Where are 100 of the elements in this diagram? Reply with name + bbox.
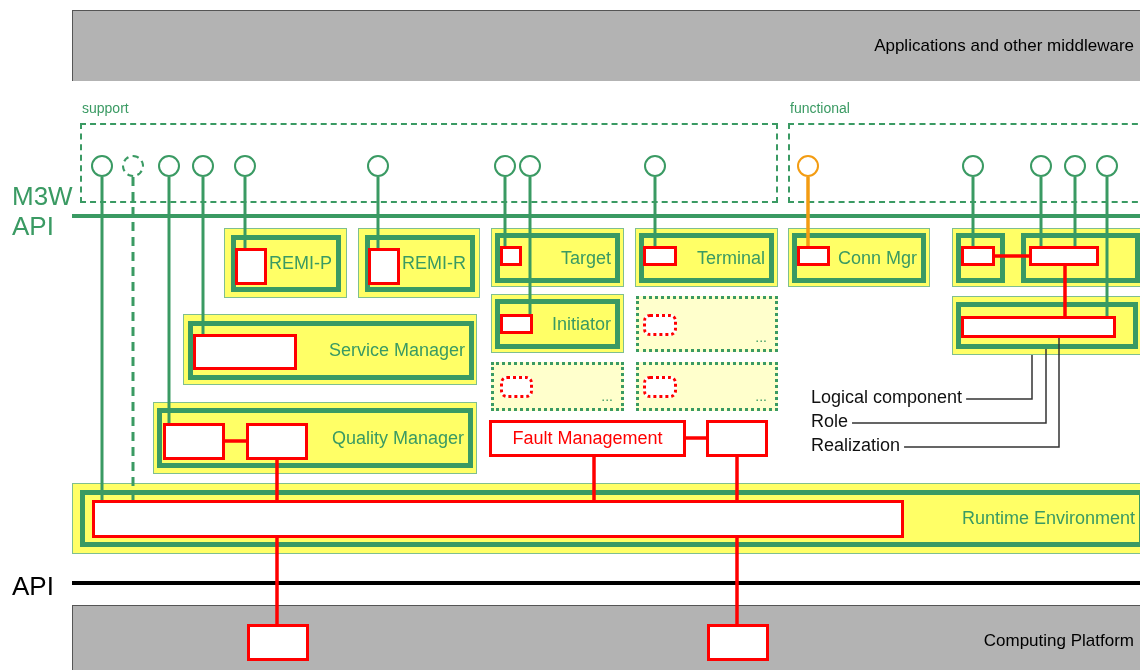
interface-circle [962, 155, 984, 177]
interface-circle [1030, 155, 1052, 177]
realization-box [706, 420, 768, 457]
component-name: Quality Manager [331, 427, 464, 449]
interface-circle [644, 155, 666, 177]
interface-circle [91, 155, 113, 177]
component-name: Target [560, 247, 611, 269]
connector-line [131, 177, 135, 500]
realization-box [193, 334, 297, 370]
realization-box [92, 500, 904, 538]
api-label: M3W API [12, 181, 74, 241]
realization-box [707, 624, 769, 661]
role-box [157, 408, 473, 468]
realization-box [235, 248, 267, 285]
role-box [231, 235, 341, 292]
layer-band [72, 10, 1140, 81]
group-heading: functional [790, 100, 850, 116]
leader-line [965, 354, 1033, 400]
component-box [153, 402, 477, 474]
component-name: Initiator [551, 313, 611, 335]
interface-circle [158, 155, 180, 177]
component-name: Fault Management [512, 428, 663, 449]
connector-line [592, 457, 596, 500]
interface-circle [1064, 155, 1086, 177]
ellipsis-text: ... [755, 329, 767, 345]
connector-line [275, 538, 279, 624]
placeholder-realization-box [500, 376, 533, 398]
interface-circle [122, 155, 144, 177]
connector-line [1039, 177, 1043, 246]
component-box [183, 314, 477, 385]
connector-line [806, 177, 810, 246]
component-name: REMI-R [402, 253, 466, 274]
connector-line [1105, 177, 1109, 316]
connector-line [1063, 266, 1067, 316]
interface-circle [192, 155, 214, 177]
connector-line [275, 460, 279, 500]
placeholder-realization-box [643, 314, 677, 336]
component-box [358, 228, 480, 298]
component-name: Terminal [696, 247, 765, 269]
api-label: API [12, 571, 55, 601]
connector-line [376, 177, 380, 248]
component-name: Runtime Environment [961, 508, 1135, 529]
connector-line [201, 177, 205, 334]
role-box [80, 490, 1140, 547]
group-heading: support [82, 100, 129, 116]
realization-box [1029, 246, 1099, 266]
placeholder-realization-box [643, 376, 677, 398]
layer-label: Applications and other middleware [874, 36, 1134, 56]
note-text: Logical component [811, 387, 963, 411]
role-box [956, 233, 1005, 283]
placeholder-box [636, 362, 778, 411]
leader-line [903, 337, 1060, 448]
realization-box [643, 246, 677, 266]
interface-circle [519, 155, 541, 177]
realization-box [247, 624, 309, 661]
leader-line [851, 348, 1047, 424]
role-box [956, 302, 1138, 349]
component-box [952, 228, 1140, 287]
interface-circle [1096, 155, 1118, 177]
role-box [1021, 233, 1140, 283]
interface-circle [367, 155, 389, 177]
placeholder-box [636, 296, 778, 352]
interface-circle [797, 155, 819, 177]
ellipsis-text: ... [601, 388, 613, 404]
realization-box [961, 316, 1116, 338]
component-name: Conn Mgr [837, 247, 917, 269]
role-box [365, 235, 475, 292]
connector-line [653, 177, 657, 246]
connector-line [503, 177, 507, 246]
connector-line [686, 436, 706, 440]
connector-line [971, 177, 975, 246]
component-box [224, 228, 347, 298]
note-text: Role [811, 411, 849, 435]
connector-line [225, 439, 246, 443]
realization-box [246, 423, 308, 460]
placeholder-box [491, 362, 624, 411]
realization-box [489, 420, 686, 457]
realization-box [961, 246, 995, 266]
connector-line [735, 457, 739, 500]
connector-line [528, 177, 532, 314]
component-box [72, 483, 1140, 554]
connector-line [100, 177, 104, 500]
note-text: Realization [811, 435, 901, 459]
connector-line [995, 254, 1029, 258]
connector-line [167, 177, 171, 423]
realization-box [163, 423, 225, 460]
realization-box [797, 246, 830, 266]
interface-circle [494, 155, 516, 177]
component-name: Service Manager [328, 340, 465, 361]
connector-line [1073, 177, 1077, 246]
realization-box [500, 314, 533, 334]
interface-circle [234, 155, 256, 177]
layer-band [72, 605, 1140, 670]
ellipsis-text: ... [755, 388, 767, 404]
connector-line [735, 538, 739, 624]
realization-box [368, 248, 400, 285]
connector-line [243, 177, 247, 248]
layer-label: Computing Platform [983, 630, 1134, 651]
role-box [188, 321, 474, 380]
realization-box [500, 246, 522, 266]
